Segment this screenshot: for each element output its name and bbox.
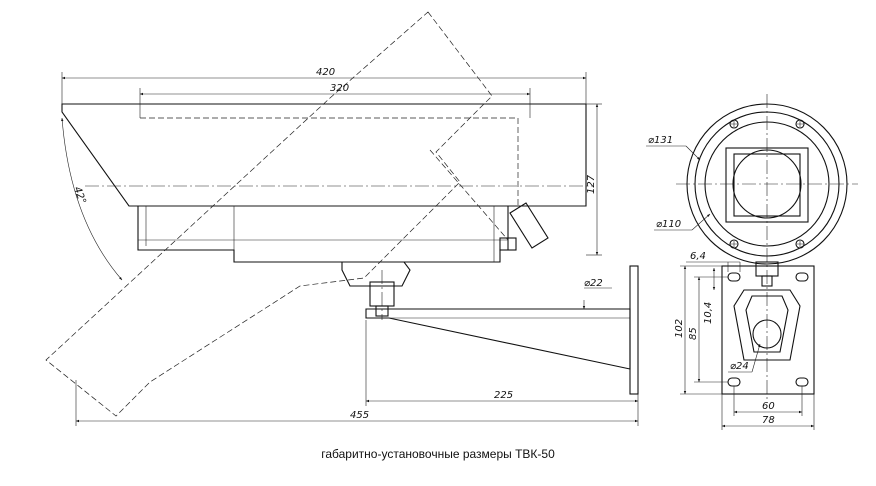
dim-102: 102: [674, 319, 685, 338]
bracket-clamp: [733, 289, 801, 361]
slot-br: [795, 377, 809, 387]
dim-78: 78: [762, 415, 775, 426]
dim-d110: ⌀110: [656, 219, 681, 230]
slot-tl: [727, 272, 741, 282]
connector: [499, 237, 517, 251]
slot-bl: [727, 377, 741, 387]
cable-gland: [509, 202, 549, 249]
wall-plate-front: [721, 265, 815, 395]
dim-225: 225: [494, 390, 513, 401]
dim-d131: ⌀131: [648, 135, 673, 146]
bracket-hole: [752, 319, 782, 349]
wall-plate-side: [629, 265, 639, 395]
dim-6-4: 6,4: [690, 251, 706, 262]
dim-127: 127: [586, 174, 597, 194]
mount-head: [341, 261, 411, 287]
slot-tr: [795, 272, 809, 282]
dim-42-deg: 42°: [71, 185, 87, 205]
tilt-arc: [61, 117, 123, 281]
cradle: [137, 206, 509, 263]
dim-85: 85: [688, 327, 699, 340]
drawing-caption: габаритно-установочные размеры ТВК-50: [321, 447, 555, 461]
screw-tr: [795, 119, 805, 129]
front-dimensions: [646, 145, 815, 430]
housing-inner-outline: [140, 117, 519, 205]
dim-d22: ⌀22: [584, 278, 603, 289]
screw-tl: [729, 119, 739, 129]
side-view: [45, 11, 639, 417]
dim-420: 420: [316, 67, 335, 78]
screw-bl: [729, 239, 739, 249]
dim-10-4: 10,4: [703, 302, 714, 324]
dim-60: 60: [762, 401, 775, 412]
housing-outline: [61, 103, 587, 207]
side-dimensions: [61, 72, 639, 426]
screw-br: [795, 239, 805, 249]
bracket: [365, 308, 631, 370]
tilted-housing: [45, 11, 493, 417]
dim-320: 320: [330, 83, 349, 94]
dim-455: 455: [350, 410, 369, 421]
front-view: [676, 94, 858, 400]
dim-d24: ⌀24: [730, 361, 749, 372]
